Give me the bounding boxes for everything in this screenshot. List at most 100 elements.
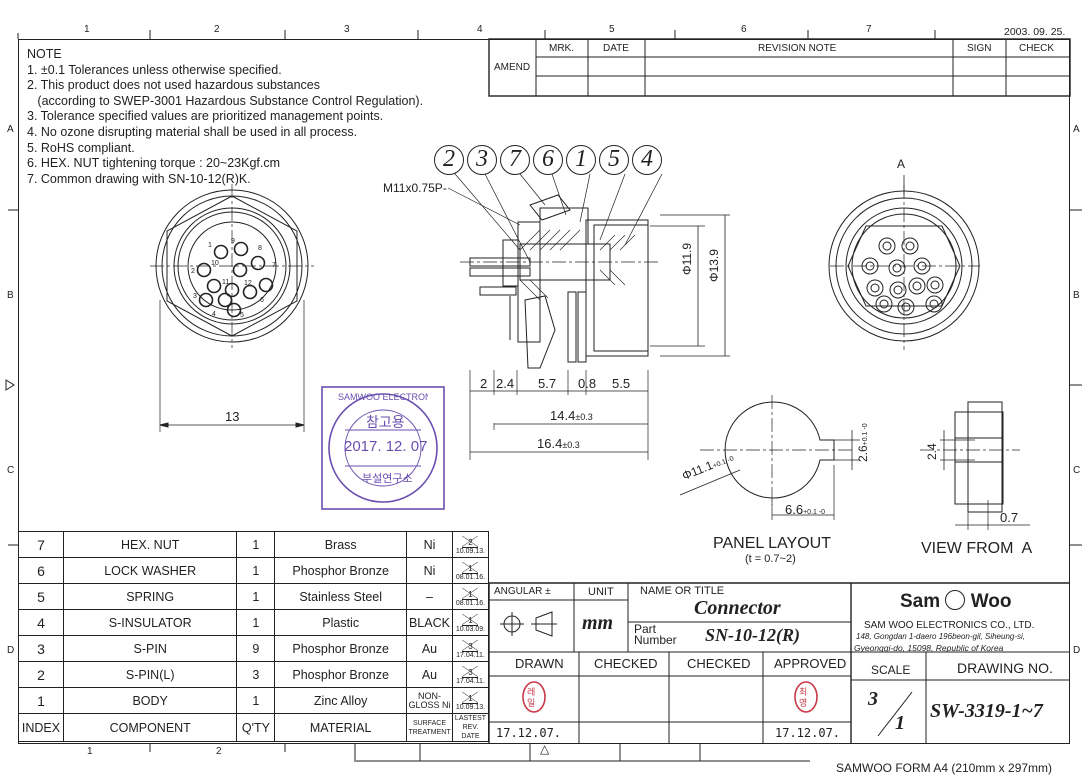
note-item: 3. Tolerance specified values are priori… [27, 109, 384, 124]
panel-key-width: 6.6+0.1 -0 [785, 502, 826, 517]
bom-component: LOCK WASHER [62, 557, 238, 584]
revision-triangle-icon: 2 [462, 535, 479, 548]
bom-material: Phosphor Bronze [274, 661, 407, 688]
bom-component: S-PIN [62, 635, 238, 662]
scale-label: SCALE [871, 663, 911, 677]
stamp-ring-text: SAMWOO ELECTRONICS CO., LTD. [338, 392, 428, 402]
svg-text:최: 최 [799, 687, 807, 698]
bom-header-material: MATERIAL [274, 713, 407, 742]
balloon-callout: 7 [500, 145, 530, 175]
col-label: 1 [84, 24, 90, 35]
thread-dim: M11x0.75P- [383, 181, 447, 195]
revision-triangle-icon: 3 [462, 665, 479, 678]
drawing-no-label: DRAWING NO. [957, 660, 1053, 676]
bom-qty: 1 [236, 583, 276, 610]
panel-key-height: 2.6+0.1 -0 [856, 423, 870, 462]
note-item: 4. No ozone disrupting material shall be… [27, 124, 358, 139]
note-item: 1. ±0.1 Tolerances unless otherwise spec… [27, 62, 282, 77]
revision-date: 10.03.09. [455, 625, 486, 633]
company-address-1: 148, Gongdan 1-daero 196beon-gil, Siheun… [856, 632, 1026, 641]
approved-label: APPROVED [774, 656, 847, 671]
bom-qty: 3 [236, 661, 276, 688]
bom-component: S-INSULATOR [62, 609, 238, 636]
bom-surface: Au [405, 661, 453, 688]
angular-label: ANGULAR ± [494, 586, 551, 597]
form-footer: SAMWOO FORM A4 (210mm x 297mm) [836, 761, 1053, 775]
bom-index: 6 [18, 557, 64, 584]
bom-index: 1 [18, 687, 64, 714]
revision-date: 08.01.16. [455, 599, 486, 607]
bom-qty: 9 [236, 635, 276, 662]
balloon-callout: 4 [632, 145, 662, 175]
dim-value: 5.5 [612, 376, 631, 391]
note-item: (according to SWEP-3001 Hazardous Substa… [27, 93, 424, 108]
revision-triangle-icon: 3 [462, 639, 479, 652]
bom-header-surface: SURFACE TREATMENT [405, 713, 453, 742]
diameter-dim-outer: Φ13.9 [707, 249, 721, 282]
revision-triangle-icon: 1 [462, 613, 479, 626]
balloon-callout: 1 [566, 145, 596, 175]
bom-material: Zinc Alloy [274, 687, 407, 714]
company-address-2: Gyeonggi-do, 15098, Republic of Korea [854, 643, 1004, 653]
bom-material: Plastic [274, 609, 407, 636]
dim-value: 0.8 [578, 376, 597, 391]
revision-date: 08.01.16. [455, 573, 486, 581]
col-label: 5 [609, 24, 615, 35]
pin-number: 9 [231, 238, 235, 245]
pin-number: 8 [258, 245, 262, 252]
revision-triangle-icon: 1 [462, 691, 479, 704]
bom-material: Phosphor Bronze [274, 557, 407, 584]
note-item: 6. HEX. NUT tightening torque : 20~23Kgf… [27, 156, 281, 171]
bom-index: 7 [18, 531, 64, 558]
unit-label: UNIT [588, 586, 614, 598]
rev-col-sign: SIGN [967, 43, 992, 54]
col-label: 7 [866, 24, 872, 35]
hex-dim: 13 [225, 409, 240, 424]
bom-header-rev: LASTEST REV. DATE [451, 713, 490, 742]
pin-number: 11 [222, 279, 230, 286]
col-label: 2 [216, 746, 222, 757]
revision-date: 10.09.13. [455, 703, 486, 711]
diameter-dim-inner: Φ11.9 [680, 242, 694, 275]
rev-col-check: CHECK [1019, 43, 1055, 54]
bom-component: HEX. NUT [62, 531, 238, 558]
rev-col-date: DATE [603, 43, 629, 54]
balloon-callout: 2 [434, 145, 464, 175]
part-number: SN-10-12(R) [705, 625, 800, 645]
pin-number: 1 [208, 242, 212, 249]
bom-surface: Ni [405, 531, 453, 558]
bom-index: 2 [18, 661, 64, 688]
note-item: 2. This product does not used hazardous … [27, 78, 321, 93]
pin-number: 4 [212, 311, 216, 318]
col-label: 1 [87, 746, 93, 757]
revision-date: 17.04.11. [456, 677, 485, 685]
revision-triangle-icon: 1 [462, 587, 479, 600]
row-label: A [7, 124, 14, 135]
part-name: Connector [694, 597, 781, 619]
svg-text:일: 일 [527, 698, 535, 709]
bom-index: 4 [18, 609, 64, 636]
row-label: C [7, 465, 15, 476]
pin-number: 7 [272, 262, 276, 269]
bom-qty: 1 [236, 687, 276, 714]
panel-layout-subtitle: (t = 0.7~2) [745, 553, 796, 565]
scale-denominator: 1 [895, 712, 905, 734]
amend-label: AMEND [494, 62, 531, 73]
row-label: B [7, 290, 14, 301]
pin-number: 5 [240, 312, 244, 319]
stamp-reference: 참고용 [366, 414, 405, 430]
drawing-number: SW-3319-1~7 [930, 700, 1043, 722]
revision-triangle-icon: 1 [462, 561, 479, 574]
scale-numerator: 3 [868, 688, 878, 710]
bom-qty: 1 [236, 609, 276, 636]
